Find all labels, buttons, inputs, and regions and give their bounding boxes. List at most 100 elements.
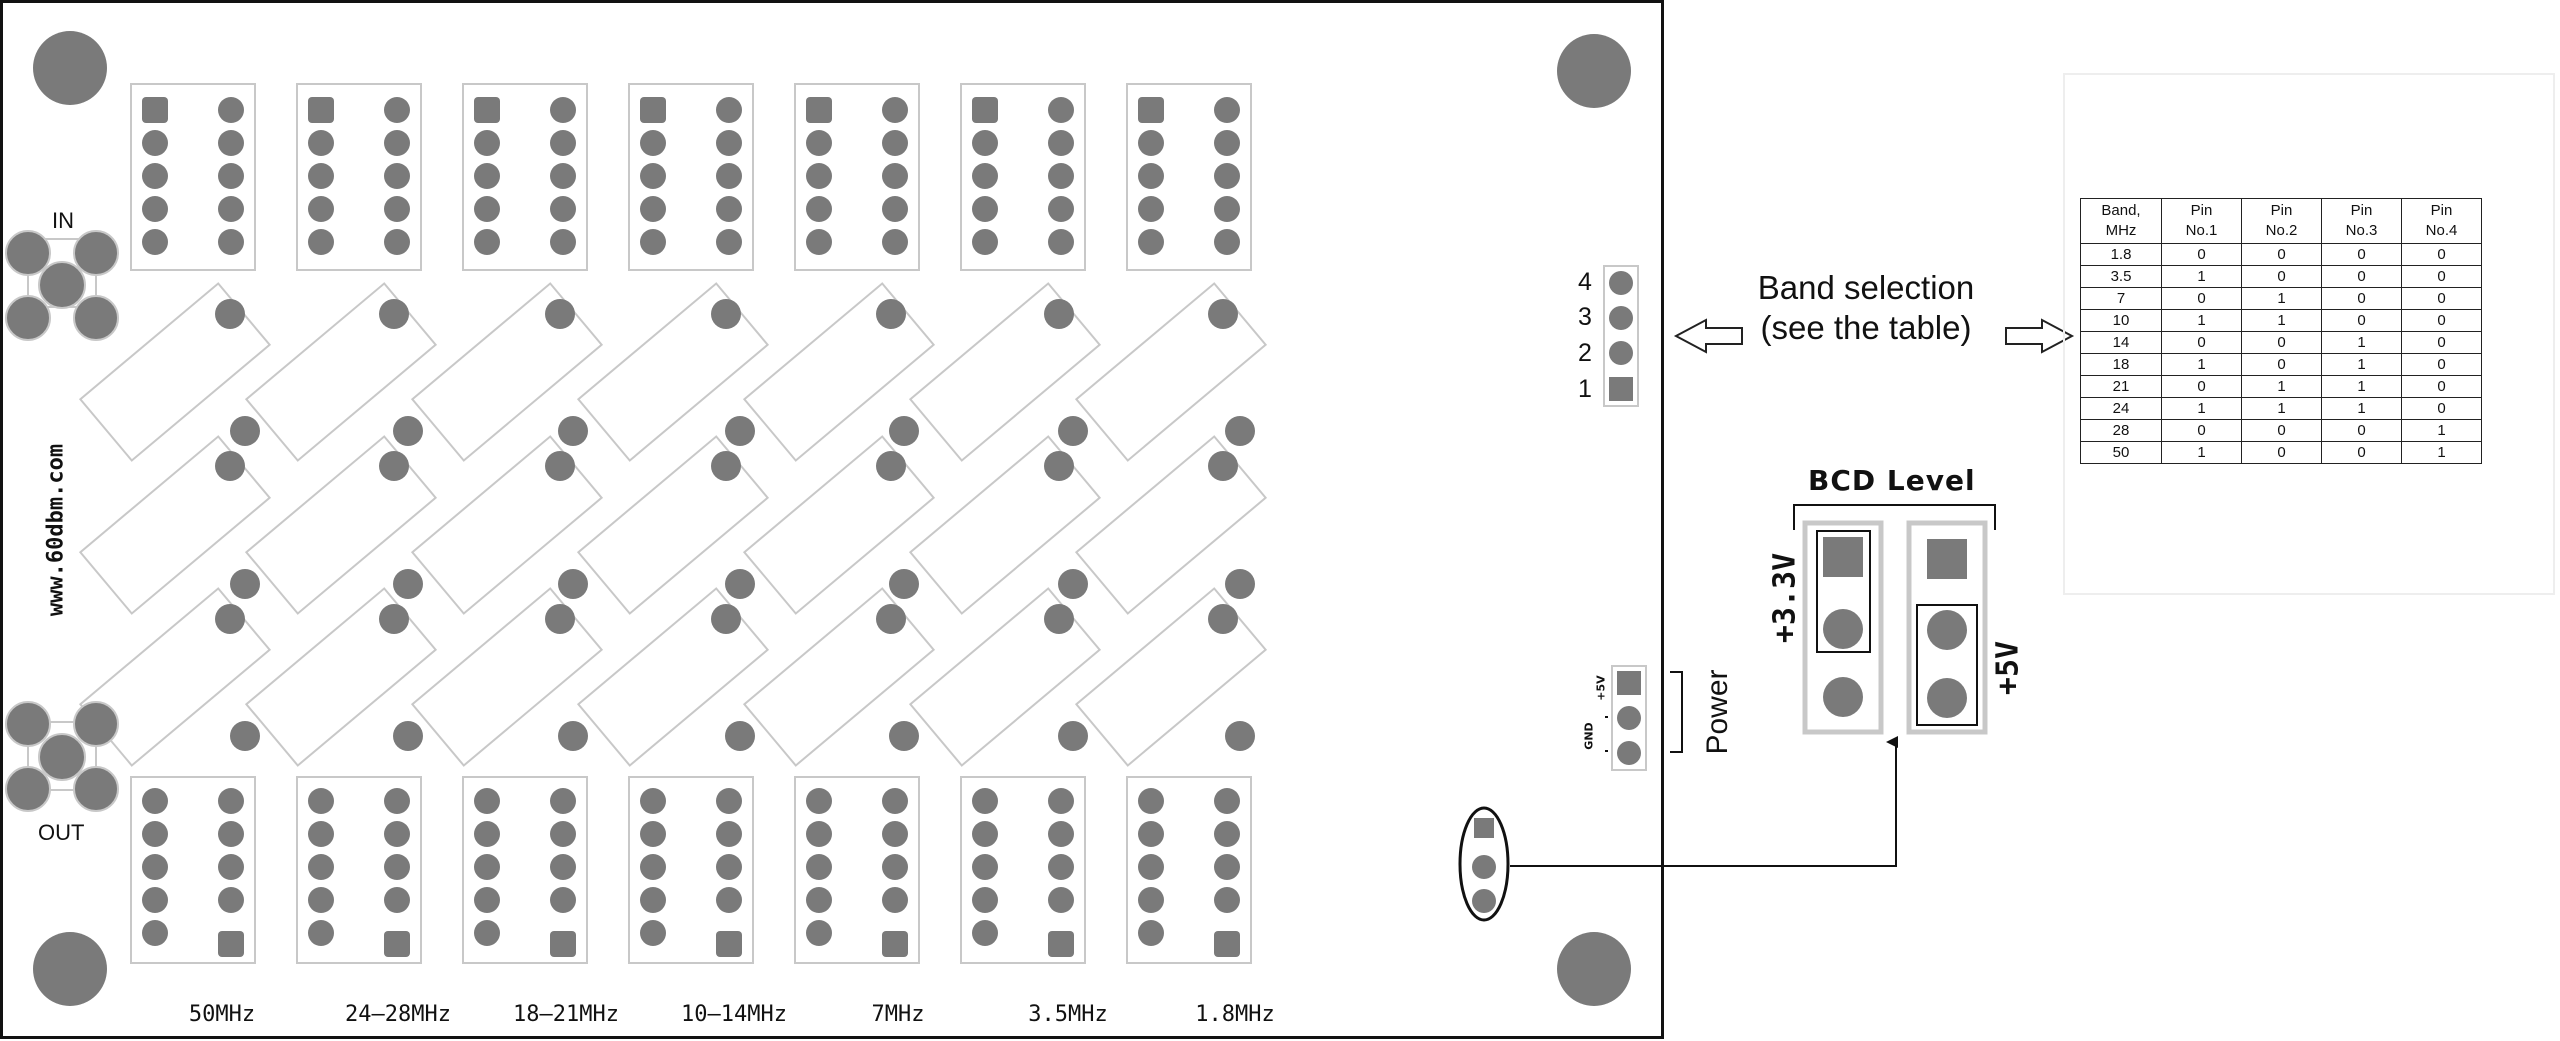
relays-bottom [130, 776, 1252, 964]
power-pin-5v: +5V [1594, 675, 1608, 701]
relay-pad [142, 920, 168, 946]
relay-pad [474, 97, 500, 123]
inductor-body [410, 435, 604, 615]
relay-pad [716, 196, 742, 222]
header-pin-3: 3 [1578, 303, 1592, 331]
table-cell-pin: 0 [2321, 309, 2402, 332]
table-cell-pin: 0 [2161, 419, 2242, 442]
relay-pad [474, 854, 500, 880]
inductor-pad [379, 451, 409, 481]
table-cell-band: 1.8 [2080, 243, 2162, 266]
table-cell-pin: 0 [2241, 353, 2322, 376]
relay-outline [1126, 83, 1252, 271]
table-cell-band: 3.5 [2080, 265, 2162, 288]
relay-pad [882, 788, 908, 814]
table-cell-band: 10 [2080, 309, 2162, 332]
truth-table-header-line: MHz [2105, 222, 2137, 239]
relay-pad [474, 196, 500, 222]
relay-pad [972, 196, 998, 222]
relay-pad [218, 97, 244, 123]
inductor-pad [889, 721, 919, 751]
relay-pad [1214, 229, 1240, 255]
relay-pad [218, 821, 244, 847]
table-cell-pin: 1 [2161, 441, 2242, 464]
relay-pad [1048, 887, 1074, 913]
relay-pad [1048, 931, 1074, 957]
relay-pad [550, 97, 576, 123]
relay-pad [384, 229, 410, 255]
relay-pad [1138, 196, 1164, 222]
table-cell-pin: 1 [2161, 265, 2242, 288]
relay-pad [806, 854, 832, 880]
inductor-body [1074, 435, 1268, 615]
table-cell-pin: 1 [2241, 375, 2322, 398]
inductor-body [244, 435, 438, 615]
relay-pad [716, 931, 742, 957]
relay-pad [1214, 887, 1240, 913]
relay-pad [550, 887, 576, 913]
relay-pad [640, 887, 666, 913]
relay-pad [218, 196, 244, 222]
relay-pad [308, 130, 334, 156]
bcd-level-title: BCD Level [1808, 464, 1976, 497]
inductor-pad [545, 299, 575, 329]
table-cell-pin: 0 [2401, 309, 2482, 332]
band-label-1-8: 1.8MHz [1195, 1002, 1275, 1027]
truth-table-header-line: No.4 [2425, 222, 2458, 239]
relay-pad [1214, 163, 1240, 189]
table-cell-band: 28 [2080, 419, 2162, 442]
relay-pad [1214, 821, 1240, 847]
relay-pad [384, 163, 410, 189]
truth-table-header-line: Pin [2270, 202, 2293, 219]
relay-pad [218, 854, 244, 880]
relay-outline [628, 776, 754, 964]
relay-pad [1138, 821, 1164, 847]
relay-pad [806, 130, 832, 156]
relay-pad [806, 821, 832, 847]
inductor-pad [711, 604, 741, 634]
inductors [78, 282, 1268, 767]
inductor-body [576, 435, 770, 615]
relay-pad [550, 130, 576, 156]
relay-pad [1138, 97, 1164, 123]
table-cell-pin: 0 [2401, 397, 2482, 420]
relay-pad [640, 163, 666, 189]
relay-pad [1048, 821, 1074, 847]
relay-pad [1214, 196, 1240, 222]
mounting-hole [1557, 932, 1631, 1006]
relay-pad [716, 163, 742, 189]
relay-pad [308, 97, 334, 123]
relay-pad [640, 196, 666, 222]
relay-pad [308, 196, 334, 222]
inductor-pad [230, 569, 260, 599]
inductor-pad [215, 451, 245, 481]
table-cell-pin: 0 [2241, 243, 2322, 266]
relay-pad [308, 229, 334, 255]
relay-pad [1048, 163, 1074, 189]
relay-pad [972, 163, 998, 189]
table-cell-band: 7 [2080, 287, 2162, 310]
inductor-pad [230, 416, 260, 446]
relay-outline [462, 83, 588, 271]
table-cell-pin: 1 [2321, 353, 2402, 376]
relay-pad [806, 887, 832, 913]
inductor-body [742, 435, 936, 615]
inductor-pad [379, 299, 409, 329]
relay-pad [806, 97, 832, 123]
bcd-right-voltage: +5V [1990, 640, 2026, 696]
inductor-pad [1225, 569, 1255, 599]
relay-pad [142, 788, 168, 814]
inductor-pad [393, 721, 423, 751]
relay-pad [882, 97, 908, 123]
relay-pad [218, 163, 244, 189]
inductor-pad [1225, 721, 1255, 751]
relay-pad [308, 920, 334, 946]
relay-pad [972, 920, 998, 946]
band-selection-note: Band selection (see the table) [1746, 268, 1986, 348]
relay-pad [882, 229, 908, 255]
